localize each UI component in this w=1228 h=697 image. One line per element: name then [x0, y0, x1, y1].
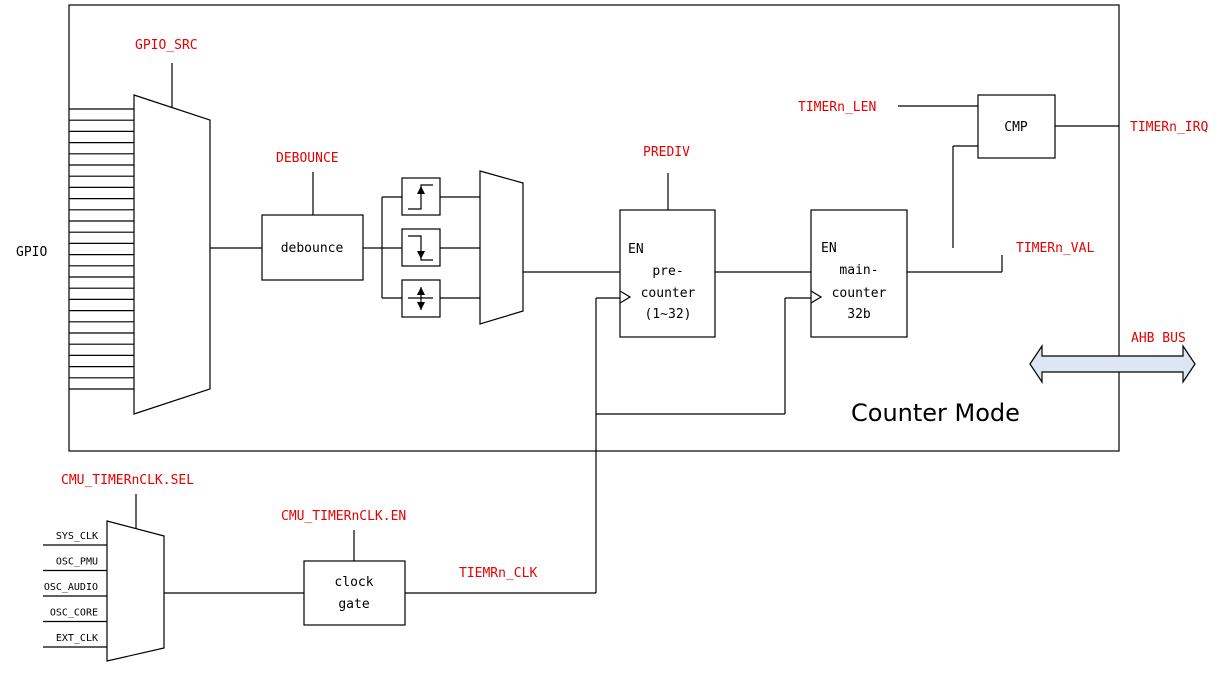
clock-source-label: EXT_CLK: [56, 633, 98, 644]
debounce-block: [261, 214, 364, 281]
main-counter-line2: counter: [832, 286, 887, 301]
prediv-label: PREDIV: [643, 145, 690, 160]
ahb-bus-arrow: [1029, 344, 1196, 384]
both-edge-down-icon: [417, 302, 425, 310]
clock-source-label: OSC_AUDIO: [44, 582, 98, 593]
cmp-label: CMP: [1004, 120, 1028, 135]
clock-source-lines: SYS_CLK OSC_PMU OSC_AUDIO OSC_CORE EXT_CLK: [43, 531, 107, 648]
counter-mode-title: Counter Mode: [851, 399, 1020, 427]
timer-clk-label: TIEMRn_CLK: [459, 566, 537, 581]
rising-edge-icon: [417, 186, 425, 194]
both-edge-up-icon: [417, 287, 425, 295]
pre-counter-en: EN: [628, 242, 644, 257]
gpio-input-lines: [69, 108, 134, 390]
timer-len-label: TIMERn_LEN: [798, 100, 876, 115]
clk-sel-label: CMU_TIMERnCLK.SEL: [61, 473, 194, 488]
falling-edge-icon: [417, 251, 425, 259]
edge-select-mux: [479, 170, 524, 325]
gpio-src-label: GPIO_SRC: [135, 38, 198, 53]
gpio-src-mux: [133, 94, 211, 415]
pre-counter-line2: counter: [641, 286, 696, 301]
ahb-bus-label: AHB BUS: [1131, 331, 1186, 346]
main-counter-block: [810, 209, 908, 338]
clock-gate-line1: clock: [334, 575, 373, 590]
clk-en-label: CMU_TIMERnCLK.EN: [281, 509, 406, 524]
timer-irq-label: TIMERn_IRQ: [1130, 120, 1208, 135]
debounce-ctrl-label: DEBOUNCE: [276, 151, 339, 166]
main-counter-en: EN: [821, 241, 837, 256]
cmp-block: [977, 94, 1056, 159]
clock-gate-block: [303, 560, 406, 626]
pre-counter-line3: (1~32): [645, 307, 692, 322]
clock-source-label: OSC_CORE: [50, 608, 98, 619]
pre-counter-block: [619, 209, 716, 338]
timer-val-label: TIMERn_VAL: [1016, 241, 1094, 256]
main-counter-line3: 32b: [847, 307, 871, 322]
pre-counter-line1: pre-: [652, 264, 683, 279]
gpio-label: GPIO: [16, 245, 47, 260]
counter-mode-frame: [68, 4, 1120, 452]
clock-source-label: OSC_PMU: [56, 557, 98, 568]
clock-source-label: SYS_CLK: [56, 531, 98, 542]
clock-select-mux: [106, 520, 165, 662]
clock-gate-line2: gate: [338, 597, 369, 612]
main-counter-line1: main-: [839, 263, 878, 278]
debounce-block-label: debounce: [281, 241, 344, 256]
